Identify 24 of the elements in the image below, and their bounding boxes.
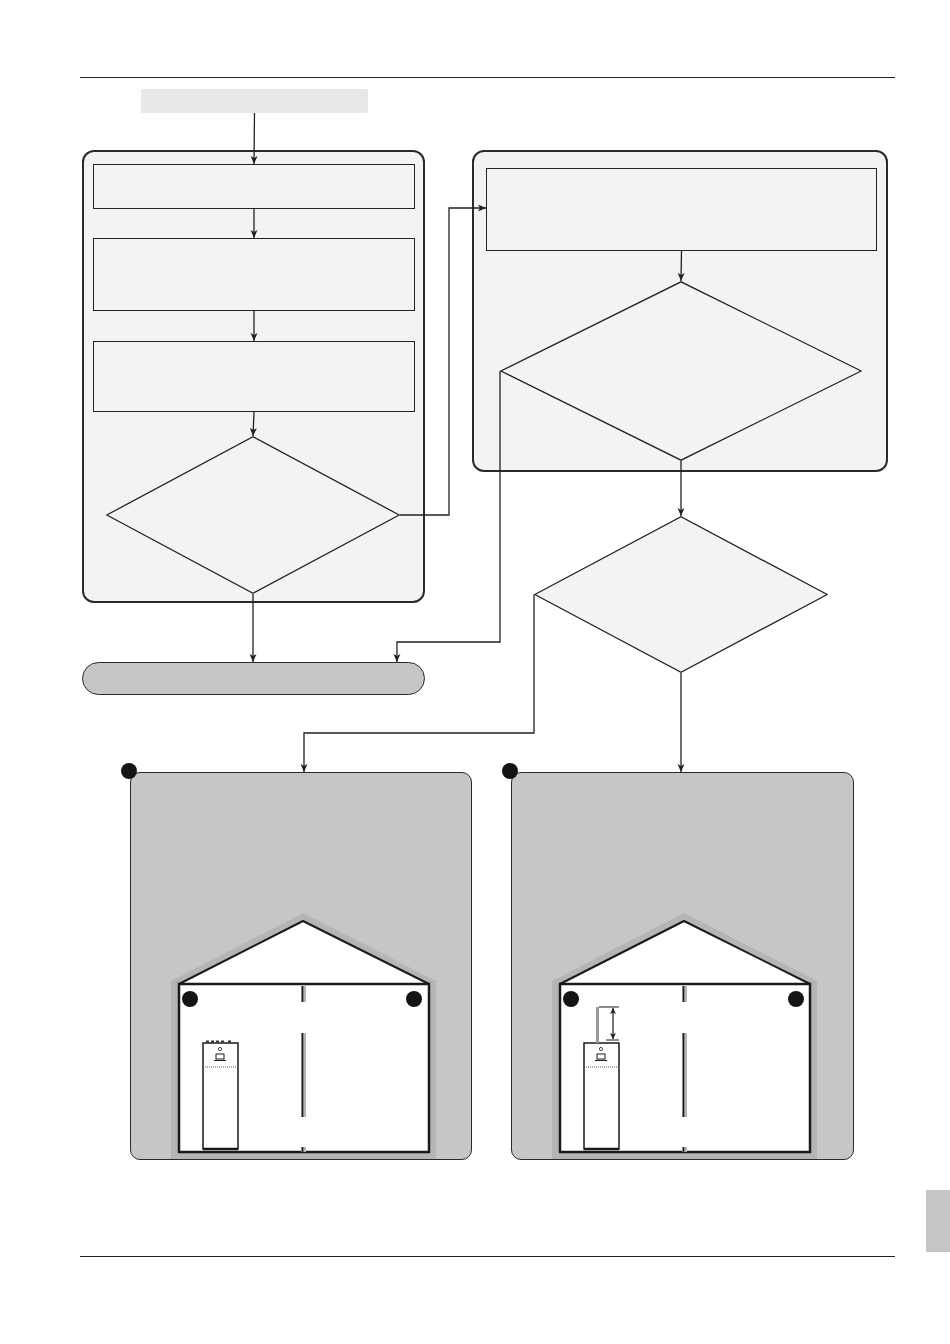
group-panel [82,150,425,603]
process-box [93,341,415,412]
end-terminal [82,662,425,695]
arrow [677,672,685,773]
arrow [250,112,258,165]
process-box [486,168,877,251]
process-box [93,164,415,209]
arrow [249,411,257,437]
arrow [300,593,535,773]
process-box [93,238,415,311]
arrow [249,593,257,663]
arrow [677,250,685,282]
arrow [393,370,501,663]
arrow [399,204,487,516]
decision-diamond [106,436,400,594]
group-panel [472,150,888,472]
start-box [141,89,368,113]
decision-diamond [500,281,862,461]
result-panel [511,772,854,1160]
arrow [677,460,685,517]
arrow [250,208,258,239]
result-panel [130,772,472,1160]
arrow [250,310,258,342]
decision-diamond [534,516,828,673]
